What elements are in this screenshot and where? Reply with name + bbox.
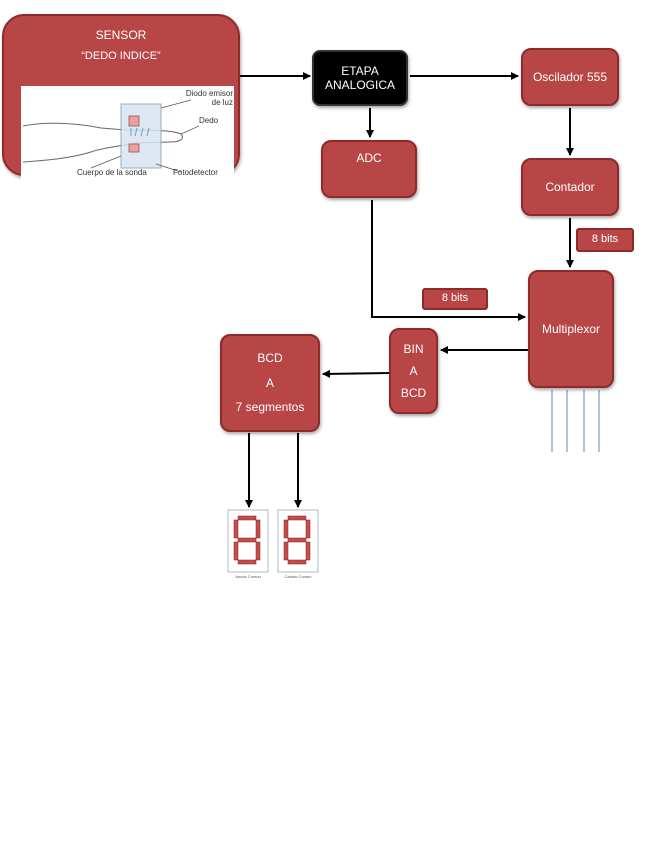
- display-left-caption: Anodo Comun: [235, 574, 261, 579]
- display-left: Anodo Comun: [227, 509, 269, 579]
- bcd-line-3: 7 segmentos: [235, 400, 305, 415]
- bcd-line-2: A: [265, 375, 274, 390]
- display-right: Catodo Comun: [277, 509, 319, 579]
- multiplexor-block: Multiplexor: [528, 270, 614, 388]
- bits-label-adc: 8 bits: [422, 288, 488, 310]
- contador-label: Contador: [545, 179, 595, 194]
- etapa-line-1: ETAPA: [341, 63, 379, 78]
- oscilador-label: Oscilador 555: [532, 69, 608, 84]
- finger-probe-drawing: [22, 99, 200, 173]
- label-led: Diodo emisor de luz: [185, 89, 233, 107]
- seven-segment-displays: Anodo Comun Catodo Comun: [227, 509, 319, 579]
- contador-block: Contador: [521, 158, 619, 216]
- sensor-title: SENSOR: [95, 28, 147, 42]
- bits-label-contador: 8 bits: [576, 228, 634, 252]
- label-photodetector: Fotodetector: [173, 168, 218, 177]
- etapa-line-2: ANALOGICA: [324, 78, 396, 92]
- finger-probe-illustration: Diodo emisor de luz Dedo Cuerpo de la so…: [21, 86, 234, 182]
- bits-contador-text: 8 bits: [591, 233, 619, 246]
- mux-output-lines: [551, 390, 600, 452]
- bin-a-bcd-block: BIN A BCD: [389, 328, 438, 414]
- arrow-bin-to-bcd: [322, 369, 390, 378]
- etapa-analogica-block: ETAPA ANALOGICA: [312, 50, 408, 106]
- oscilador-555-block: Oscilador 555: [521, 48, 619, 106]
- multiplexor-label: Multiplexor: [541, 321, 601, 336]
- adc-label: ADC: [356, 150, 382, 165]
- arrow-adc-to-mux: [371, 200, 526, 321]
- label-probe-body: Cuerpo de la sonda: [77, 168, 147, 177]
- adc-block: ADC: [321, 140, 417, 198]
- label-finger: Dedo: [199, 116, 219, 125]
- bin-line-1: BIN: [403, 341, 424, 356]
- bin-line-2: A: [409, 363, 418, 378]
- bin-line-3: BCD: [400, 385, 427, 400]
- bcd-a-7seg-block: BCD A 7 segmentos: [220, 334, 320, 432]
- sensor-subtitle: “DEDO INDICE”: [81, 50, 161, 63]
- bits-adc-text: 8 bits: [441, 292, 469, 305]
- display-right-caption: Catodo Comun: [285, 574, 312, 579]
- bcd-line-1: BCD: [257, 351, 283, 366]
- sensor-block: SENSOR “DEDO INDICE” Diodo emisor de luz…: [2, 14, 240, 182]
